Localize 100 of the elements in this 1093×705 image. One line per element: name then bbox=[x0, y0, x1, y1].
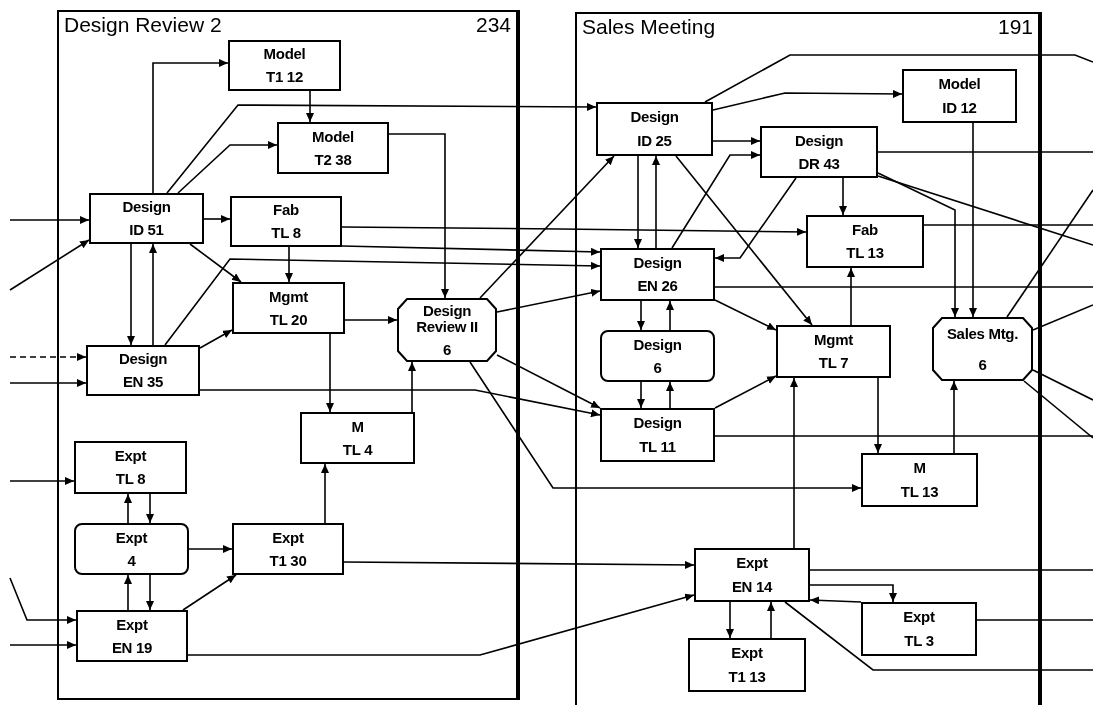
panel-title: Design Review 2 bbox=[64, 13, 222, 37]
node-value: 6 bbox=[653, 359, 662, 376]
arrow bbox=[714, 375, 777, 409]
process-box bbox=[89, 193, 204, 244]
arrow bbox=[9, 216, 90, 224]
rounded-box bbox=[74, 523, 189, 575]
arrow bbox=[479, 155, 615, 299]
node-value: ID 12 bbox=[942, 100, 977, 116]
arrow bbox=[124, 493, 132, 524]
node-value: ID 25 bbox=[637, 133, 672, 149]
arrow bbox=[9, 239, 90, 291]
arrow bbox=[124, 574, 132, 611]
node-title: Expt bbox=[903, 609, 935, 625]
arrow bbox=[182, 574, 237, 611]
node-value: ID 51 bbox=[129, 221, 164, 238]
arrow bbox=[199, 389, 601, 418]
node-title: Design Review II bbox=[415, 302, 479, 335]
node-value: TL 7 bbox=[818, 355, 849, 372]
arrow bbox=[9, 477, 75, 485]
node-title: Expt bbox=[731, 645, 763, 661]
connector-line bbox=[784, 601, 1093, 671]
arrow bbox=[839, 177, 847, 216]
arrow bbox=[666, 300, 674, 331]
arrow bbox=[306, 90, 314, 123]
arrow bbox=[408, 361, 416, 413]
node-value: 6 bbox=[442, 341, 451, 358]
arrow bbox=[146, 493, 154, 524]
arrow bbox=[767, 601, 775, 639]
node-title: Design bbox=[633, 415, 682, 431]
node-title: M bbox=[351, 418, 364, 435]
panel-title: Sales Meeting bbox=[582, 15, 716, 39]
node-value: T1 12 bbox=[266, 68, 303, 85]
arrow bbox=[847, 267, 855, 326]
arrow bbox=[9, 353, 87, 361]
node-title: Mgmt bbox=[814, 331, 853, 348]
arrow bbox=[790, 377, 798, 549]
arrow bbox=[634, 155, 642, 249]
node-value: EN 35 bbox=[122, 373, 164, 390]
arrow bbox=[469, 361, 862, 492]
process-box bbox=[277, 122, 389, 174]
process-box bbox=[806, 215, 924, 268]
node-value: DR 43 bbox=[798, 155, 840, 172]
process-box bbox=[76, 610, 188, 662]
node-title: Model bbox=[263, 46, 306, 63]
node-title: Design bbox=[794, 132, 844, 149]
arrow bbox=[189, 243, 242, 283]
process-box bbox=[776, 325, 891, 378]
arrow bbox=[177, 141, 278, 194]
arrow bbox=[712, 137, 761, 145]
process-box bbox=[232, 523, 344, 575]
arrow bbox=[712, 89, 903, 111]
octagon-node bbox=[932, 317, 1033, 381]
connector-line bbox=[1023, 380, 1093, 439]
node-value: TL 20 bbox=[269, 311, 308, 328]
node-title: Expt bbox=[114, 447, 147, 464]
arrow bbox=[714, 299, 777, 331]
node-value: TL 8 bbox=[271, 224, 301, 241]
arrow bbox=[714, 177, 797, 262]
panel-number: 234 bbox=[475, 13, 511, 37]
arrow bbox=[321, 463, 329, 524]
node-title: Expt bbox=[736, 555, 768, 571]
arrow bbox=[9, 577, 77, 624]
connector-line bbox=[877, 151, 1093, 153]
node-value: EN 14 bbox=[731, 579, 773, 595]
node-value: TL 13 bbox=[846, 245, 884, 262]
arrow bbox=[496, 354, 601, 409]
arrow bbox=[9, 379, 87, 387]
node-title: Expt bbox=[115, 529, 148, 546]
process-box bbox=[300, 412, 415, 464]
group-panel bbox=[575, 12, 1042, 705]
process-box bbox=[861, 453, 978, 507]
node-title: Fab bbox=[852, 221, 878, 238]
arrow bbox=[285, 246, 293, 283]
arrow bbox=[950, 380, 958, 454]
arrow bbox=[343, 560, 695, 569]
process-box bbox=[600, 408, 715, 462]
node-title: Design bbox=[633, 336, 682, 353]
process-box bbox=[760, 126, 878, 178]
arrow bbox=[809, 596, 862, 605]
arrow bbox=[341, 226, 807, 236]
node-value: TL 4 bbox=[342, 441, 373, 458]
arrow bbox=[326, 333, 334, 413]
node-title: Mgmt bbox=[269, 288, 308, 305]
arrow bbox=[199, 329, 233, 349]
process-box bbox=[230, 196, 342, 247]
node-value: T1 13 bbox=[728, 669, 766, 685]
node-value: TL 8 bbox=[115, 471, 146, 488]
process-box bbox=[74, 441, 187, 494]
connector-line bbox=[714, 435, 1093, 437]
arrow bbox=[164, 258, 601, 346]
node-value: EN 26 bbox=[637, 278, 678, 295]
connector-line bbox=[923, 224, 1093, 226]
arrow bbox=[341, 245, 601, 256]
process-box bbox=[902, 69, 1017, 123]
node-title: M bbox=[913, 460, 926, 476]
arrow bbox=[726, 601, 734, 639]
connector-line bbox=[809, 569, 1093, 571]
arrow bbox=[146, 574, 154, 611]
connector-line bbox=[1006, 189, 1093, 318]
node-value: T2 38 bbox=[314, 151, 352, 168]
